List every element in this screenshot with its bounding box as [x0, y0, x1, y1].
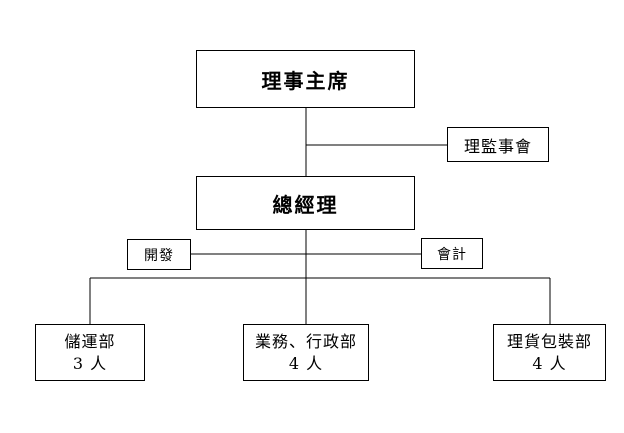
department-name: 理貨包裝部	[506, 331, 592, 351]
department-name: 業務、行政部	[254, 331, 357, 351]
chairman-box: 理事主席	[196, 50, 415, 108]
development-box: 開發	[127, 239, 191, 270]
department-box-sales-admin: 業務、行政部 4 人	[243, 324, 369, 381]
accounting-box: 會計	[421, 238, 483, 269]
general-manager-label: 總經理	[272, 192, 339, 217]
department-staff: 3 人	[72, 353, 108, 373]
department-name: 儲運部	[64, 331, 116, 351]
accounting-label: 會計	[437, 246, 467, 263]
supervisors-box: 理監事會	[447, 127, 549, 162]
development-label: 開發	[144, 247, 174, 264]
department-staff: 4 人	[288, 353, 324, 373]
department-staff: 4 人	[532, 353, 567, 373]
department-box-packing: 理貨包裝部 4 人	[493, 324, 606, 381]
department-box-storage: 儲運部 3 人	[35, 324, 145, 381]
general-manager-box: 總經理	[196, 176, 415, 230]
supervisors-label: 理監事會	[463, 136, 532, 156]
chairman-label: 理事主席	[261, 68, 350, 93]
